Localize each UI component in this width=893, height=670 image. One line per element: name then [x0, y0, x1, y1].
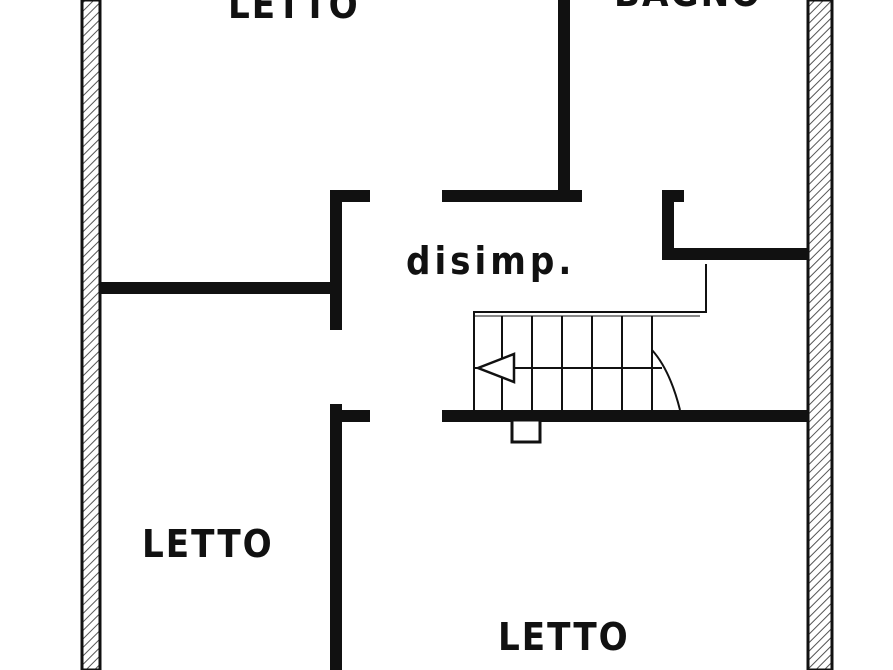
- room-label-letto-top: LETTO: [228, 0, 360, 27]
- wall-left-rooms-divider: [100, 282, 342, 294]
- stair-arrow-icon: [474, 352, 516, 384]
- room-label-disimpegno: disimp.: [406, 239, 575, 283]
- stair-winder: [651, 349, 681, 411]
- wall-lower-left-vertical: [330, 404, 342, 670]
- right-exterior-wall: [806, 0, 834, 670]
- staircase: [473, 264, 707, 444]
- wall-bath-stub-vertical: [662, 190, 674, 260]
- wall-upper-left-vertical: [330, 190, 342, 330]
- wall-top-right-of-door: [442, 190, 582, 202]
- room-label-bagno: BAGNO: [614, 0, 762, 15]
- room-label-letto-left: LETTO: [142, 522, 274, 566]
- wall-bath-bottom: [662, 248, 808, 260]
- interior-walls: [100, 0, 808, 670]
- wall-stub-bottom-left: [330, 410, 370, 422]
- room-labels: LETTO BAGNO disimp. LETTO LETTO: [142, 0, 762, 659]
- wall-bath-stub-top: [662, 190, 684, 202]
- left-exterior-wall: [80, 0, 102, 670]
- room-label-letto-right: LETTO: [498, 615, 630, 659]
- wall-bottom-right-room: [442, 410, 808, 422]
- stair-outline: [473, 264, 707, 410]
- wall-bath-vertical: [558, 0, 570, 198]
- stair-newel-post: [510, 418, 542, 444]
- exterior-walls: [80, 0, 834, 670]
